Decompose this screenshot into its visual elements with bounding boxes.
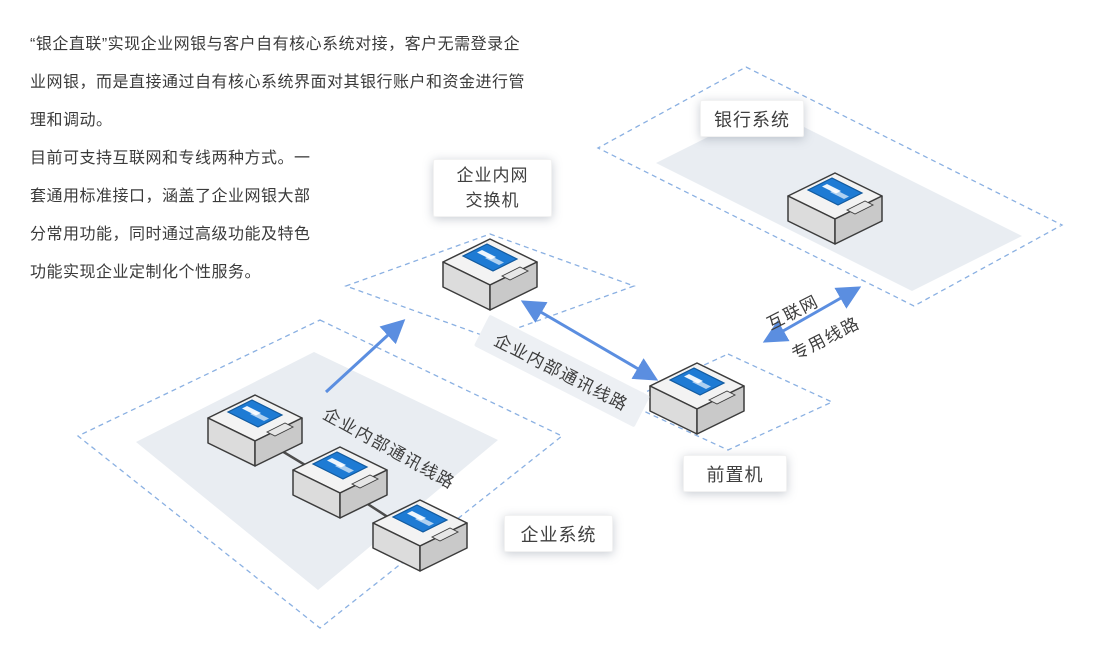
enterprise-system-label-text: 企业系统 [520, 524, 597, 545]
intro-paragraph-1: “银企直联”实现企业网银与客户自有核心系统对接，客户无需登录企业网银，而是直接通… [30, 36, 526, 129]
intranet-switch-label: 企业内网 交换机 [433, 159, 552, 217]
arrow-frontend-to-bank [762, 286, 862, 343]
frontend-server-icon [649, 362, 745, 435]
intranet-switch-label-line2: 交换机 [465, 191, 520, 210]
front-end-machine-label: 前置机 [683, 455, 787, 492]
arrow-enterprise-to-switch [324, 319, 406, 394]
bank-system-label-text: 银行系统 [714, 109, 790, 130]
arrow-switch-to-frontend [520, 300, 659, 381]
bank-region-outline [596, 66, 1064, 307]
enterprise-system-label: 企业系统 [504, 515, 613, 552]
intranet-switch-label-line1: 企业内网 [456, 166, 529, 185]
intro-paragraph-2: 目前可支持互联网和专线两种方式。一套通用标准接口，涵盖了企业网银大部分常用功能，… [30, 150, 311, 281]
enterprise-region-outline [76, 319, 564, 629]
front-end-machine-label-text: 前置机 [706, 464, 764, 485]
intro-text-block: “银企直联”实现企业网银与客户自有核心系统对接，客户无需登录企业网银，而是直接通… [30, 26, 532, 292]
bank-system-label: 银行系统 [700, 100, 804, 137]
